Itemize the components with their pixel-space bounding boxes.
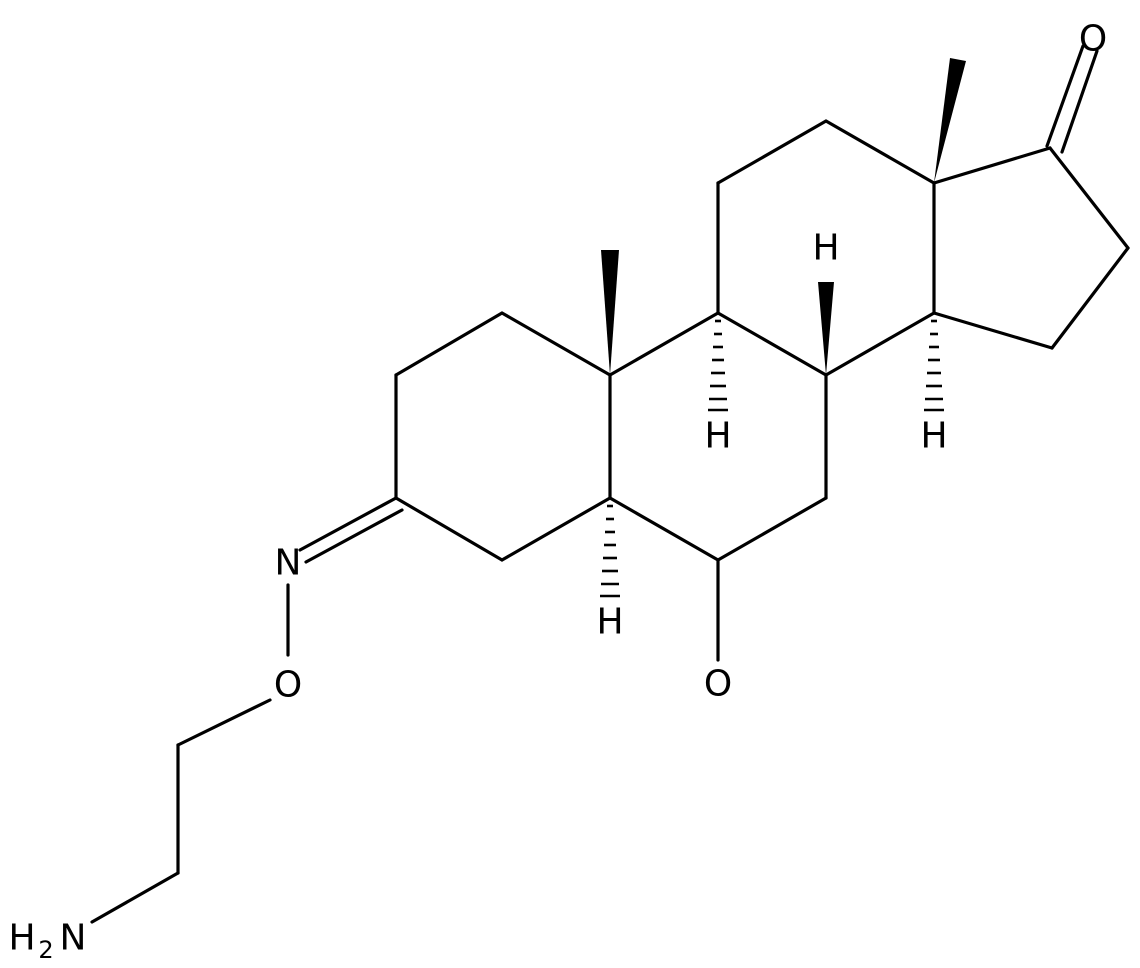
carbonyl-bonds	[716, 44, 1099, 662]
atom-label-n-oxime: N	[275, 543, 302, 584]
atom-label-amine: H 2 N	[8, 918, 86, 965]
atom-label-o6: O	[704, 664, 732, 705]
bond	[716, 311, 828, 377]
bond	[932, 311, 1054, 350]
bond	[394, 311, 504, 377]
bond	[824, 311, 936, 377]
atom-label-h8: H	[812, 228, 839, 269]
atom-label-h9: H	[704, 416, 731, 457]
bond	[824, 119, 936, 185]
bond	[298, 496, 398, 552]
amine-n-label: N	[60, 918, 87, 959]
wedge-bonds	[601, 58, 966, 375]
amine-h-label: H	[8, 918, 35, 959]
bond	[1045, 44, 1085, 148]
bond	[304, 508, 404, 564]
bond	[1060, 49, 1099, 154]
bond	[500, 311, 612, 377]
atom-labels: O O N O H H H H H 2 N	[8, 19, 1107, 965]
bond	[608, 496, 720, 562]
bond	[1048, 146, 1130, 250]
amine-subscript: 2	[38, 936, 53, 964]
bond	[176, 698, 272, 747]
bond	[1050, 246, 1130, 350]
oxime-chain-bonds	[90, 496, 404, 924]
wedge-bond	[934, 58, 966, 183]
bond	[716, 496, 828, 562]
atom-label-o-ether: O	[274, 665, 302, 706]
bond	[394, 496, 504, 562]
hash-bonds	[600, 319, 944, 598]
atom-label-h5: H	[596, 602, 623, 643]
bond	[608, 311, 720, 377]
wedge-bond	[818, 282, 834, 375]
wedge-bond	[601, 250, 619, 375]
bond	[716, 119, 828, 185]
bond	[500, 496, 612, 562]
atom-label-h14: H	[920, 416, 947, 457]
bond	[932, 146, 1052, 185]
skeleton-bonds	[394, 119, 1130, 562]
bond	[90, 871, 180, 924]
atom-label-o17: O	[1079, 19, 1107, 60]
